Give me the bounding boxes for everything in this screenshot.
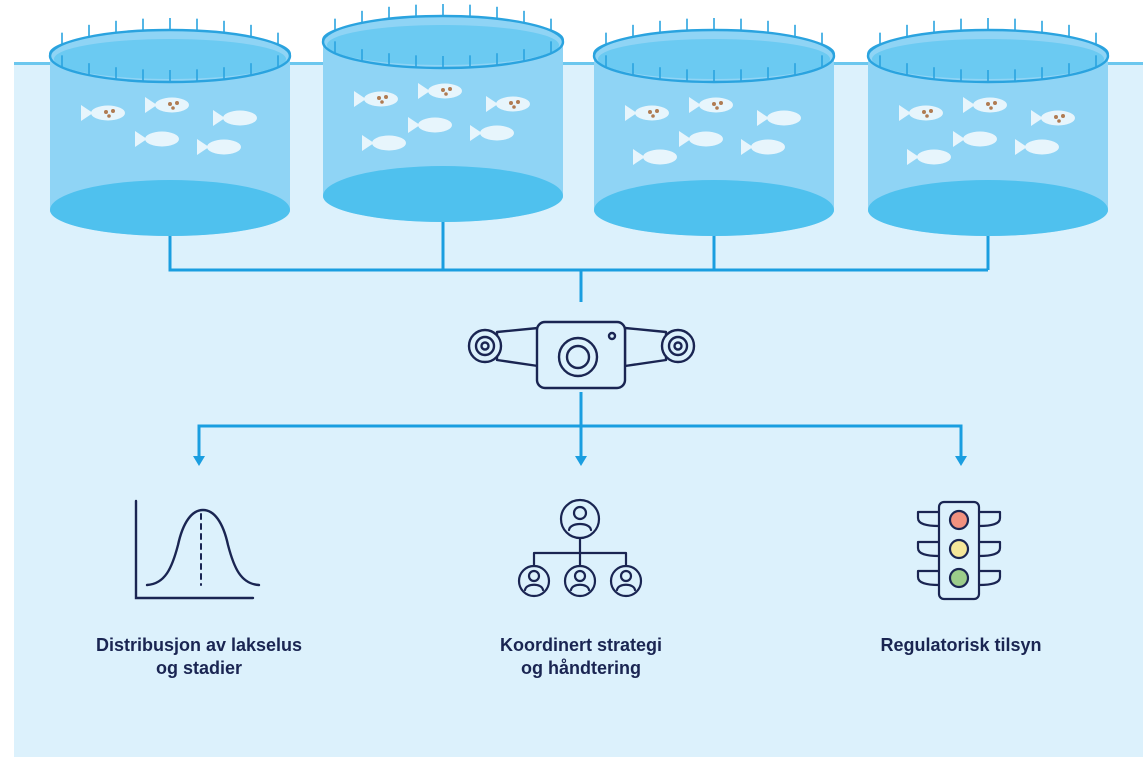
output-connector-lines: [197, 392, 963, 459]
sea-louse-dot: [171, 106, 175, 110]
salmon-fish-icon: [81, 105, 125, 121]
pen-3: [592, 18, 836, 236]
sea-louse-dot: [516, 100, 520, 104]
sea-louse-dot: [986, 102, 990, 106]
sea-louse-dot: [107, 114, 111, 118]
label-line-1: Regulatorisk tilsyn: [880, 635, 1042, 655]
traffic-light-icon: [916, 500, 1002, 601]
pen-opening: [54, 39, 286, 79]
sea-louse-dot: [929, 109, 933, 113]
sea-louse-dot: [441, 88, 445, 92]
sea-louse-dot: [384, 95, 388, 99]
sea-louse-dot: [509, 101, 513, 105]
output-arrowheads: [193, 456, 967, 466]
sea-louse-dot: [377, 96, 381, 100]
sea-louse-dot: [448, 87, 452, 91]
fish-pens: [48, 4, 1110, 236]
salmon-fish-icon: [741, 139, 785, 155]
org-hierarchy-icon: [517, 498, 643, 598]
sea-louse-dot: [104, 110, 108, 114]
label-line-2: og stadier: [155, 658, 243, 678]
salmon-fish-icon: [907, 149, 951, 165]
sea-louse-dot: [719, 101, 723, 105]
salmon-fish-icon: [689, 97, 733, 113]
pen-floor: [594, 180, 834, 236]
underwater-camera-drone-icon: [467, 320, 696, 390]
sea-louse-dot: [444, 92, 448, 96]
salmon-fish-icon: [625, 105, 669, 121]
red-light: [948, 509, 970, 531]
pen-4: [866, 18, 1110, 236]
pen-opening: [598, 39, 830, 79]
sea-louse-dot: [175, 101, 179, 105]
salmon-fish-icon: [354, 91, 398, 107]
sea-louse-dot: [925, 114, 929, 118]
green-light: [948, 567, 970, 589]
pen-1: [48, 18, 292, 236]
salmon-fish-icon: [679, 131, 723, 147]
salmon-fish-icon: [899, 105, 943, 121]
sea-louse-dot: [993, 101, 997, 105]
label-coordinated-strategy: Koordinert strategi og håndtering: [431, 634, 731, 680]
pen-floor: [868, 180, 1108, 236]
salmon-fish-icon: [135, 131, 179, 147]
label-line-1: Distribusjon av lakselus: [95, 635, 303, 655]
salmon-fish-icon: [1031, 110, 1075, 126]
sea-louse-dot: [989, 106, 993, 110]
salmon-fish-icon: [408, 117, 452, 133]
sea-louse-dot: [168, 102, 172, 106]
label-line-2: og håndtering: [521, 658, 641, 678]
salmon-fish-icon: [963, 97, 1007, 113]
salmon-fish-icon: [470, 125, 514, 141]
sea-louse-dot: [111, 109, 115, 113]
pen-opening: [327, 25, 559, 65]
pen-2: [321, 4, 565, 222]
sea-louse-dot: [1061, 114, 1065, 118]
sea-louse-dot: [380, 100, 384, 104]
sea-louse-dot: [1054, 115, 1058, 119]
label-line-1: Koordinert strategi: [499, 635, 663, 655]
sea-louse-dot: [715, 106, 719, 110]
pen-connector-lines: [168, 222, 990, 302]
pen-floor: [50, 180, 290, 236]
label-regulatory-oversight: Regulatorisk tilsyn: [811, 634, 1111, 657]
salmon-fish-icon: [486, 96, 530, 112]
sea-louse-dot: [712, 102, 716, 106]
sea-louse-dot: [922, 110, 926, 114]
label-lice-distribution: Distribusjon av lakselus og stadier: [49, 634, 349, 680]
sea-louse-dot: [512, 105, 516, 109]
salmon-fish-icon: [418, 83, 462, 99]
sea-louse-dot: [651, 114, 655, 118]
salmon-fish-icon: [757, 110, 801, 126]
pen-opening: [872, 39, 1104, 79]
yellow-light: [948, 538, 970, 560]
salmon-fish-icon: [213, 110, 257, 126]
sea-louse-dot: [1057, 119, 1061, 123]
salmon-fish-icon: [633, 149, 677, 165]
salmon-fish-icon: [145, 97, 189, 113]
salmon-fish-icon: [197, 139, 241, 155]
sea-louse-dot: [648, 110, 652, 114]
salmon-fish-icon: [1015, 139, 1059, 155]
bell-curve-distribution-icon: [134, 499, 261, 600]
salmon-fish-icon: [953, 131, 997, 147]
salmon-fish-icon: [362, 135, 406, 151]
sea-louse-dot: [655, 109, 659, 113]
pen-floor: [323, 166, 563, 222]
